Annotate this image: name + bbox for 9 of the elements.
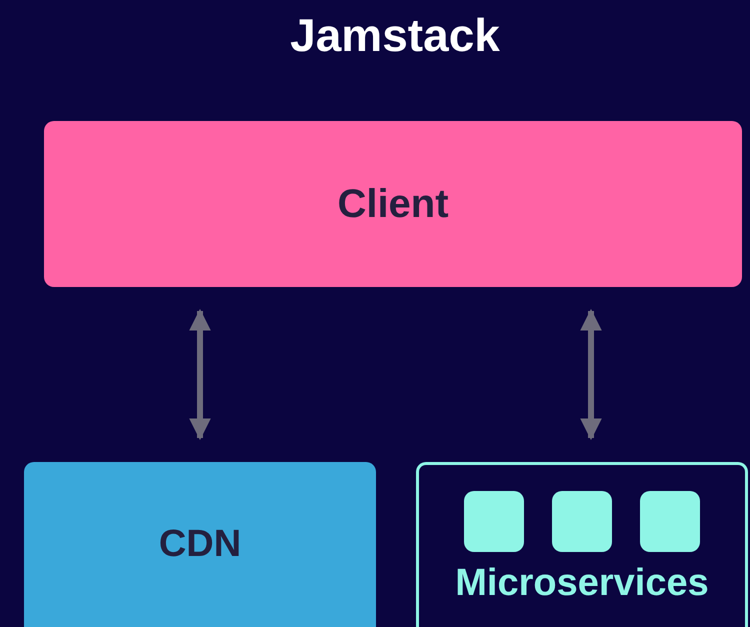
microservices-box <box>416 462 748 627</box>
client-box <box>44 121 742 287</box>
node-label: Client <box>337 182 449 226</box>
node-label: CDN <box>158 523 242 566</box>
double-arrow <box>189 308 211 440</box>
cdn-box <box>24 462 376 627</box>
diagram-title: Jamstack <box>289 8 501 62</box>
node-label: Microservices <box>455 562 709 605</box>
double-arrow <box>580 308 602 440</box>
